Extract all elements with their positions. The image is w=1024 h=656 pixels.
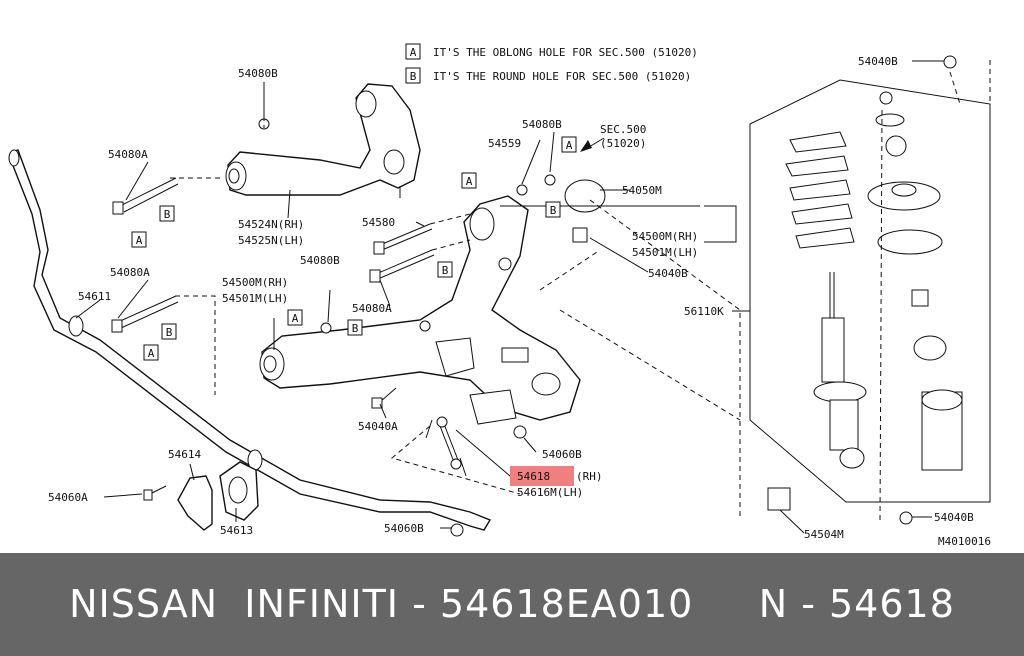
- label-56110k: 56110K: [684, 305, 724, 318]
- reference-lines: [170, 60, 991, 521]
- tag-b: B: [442, 264, 449, 277]
- label-54559: 54559: [488, 137, 521, 150]
- label-sec500-code: (51020): [600, 137, 646, 150]
- tag-a: A: [148, 347, 155, 360]
- tag-b: B: [164, 208, 171, 221]
- ring-gasket: [564, 179, 606, 213]
- label-54040b-top: 54040B: [858, 55, 898, 68]
- label-54618-rh: (RH): [576, 470, 603, 483]
- diagram-svg: A IT'S THE OBLONG HOLE FOR SEC.500 (5102…: [8, 43, 991, 548]
- label-54618: 54618: [517, 470, 550, 483]
- label-54614: 54614: [168, 448, 201, 461]
- label-54080a-mid: 54080A: [352, 302, 392, 315]
- label-54525n: 54525N(LH): [238, 234, 304, 247]
- label-54524n: 54524N(RH): [238, 218, 304, 231]
- label-54080a-top: 54080A: [108, 148, 148, 161]
- bushing-clamp: [177, 461, 259, 531]
- stabilizer-bar: [8, 149, 492, 537]
- part-labels: 54080B 54080A 54524N(RH) 54525N(LH) 5408…: [48, 55, 991, 548]
- part-highlight: [510, 466, 574, 486]
- tag-b: B: [550, 204, 557, 217]
- label-54040b-mid: 54040B: [648, 267, 688, 280]
- label-54080b-mid: 54080B: [522, 118, 562, 131]
- label-54501m-right: 54501M(LH): [632, 246, 698, 259]
- diagram-code: M4010016: [938, 535, 991, 548]
- reference-tags: B A A B A B A B B A: [131, 136, 577, 361]
- lower-link: [259, 195, 581, 425]
- label-54060b-b: 54060B: [384, 522, 424, 535]
- note-tag-a: A: [410, 46, 417, 59]
- connecting-rod: [425, 416, 467, 477]
- part-number-caption: NISSAN INFINITI - 54618EA010 N - 54618: [69, 582, 955, 626]
- note-text-oblong: IT'S THE OBLONG HOLE FOR SEC.500 (51020): [433, 46, 698, 59]
- note-text-round: IT'S THE ROUND HOLE FOR SEC.500 (51020): [433, 70, 691, 83]
- label-54501m-left: 54501M(LH): [222, 292, 288, 305]
- label-54616m: 54616M(LH): [517, 486, 583, 499]
- tag-b: B: [352, 322, 359, 335]
- label-54080b-top: 54080B: [238, 67, 278, 80]
- footer-bar: NISSAN INFINITI - 54618EA010 N - 54618: [0, 553, 1024, 656]
- label-54050m: 54050M: [622, 184, 662, 197]
- label-54613: 54613: [220, 524, 253, 537]
- label-54500m-right: 54500M(RH): [632, 230, 698, 243]
- label-54080a-low: 54080A: [110, 266, 150, 279]
- tag-a: A: [566, 139, 573, 152]
- label-54040a: 54040A: [358, 420, 398, 433]
- parts-diagram: A IT'S THE OBLONG HOLE FOR SEC.500 (5102…: [8, 43, 991, 548]
- label-54060a: 54060A: [48, 491, 88, 504]
- upper-link: [225, 83, 421, 198]
- label-54040b-bot: 54040B: [934, 511, 974, 524]
- label-54580: 54580: [362, 216, 395, 229]
- leader-lines: [75, 60, 944, 534]
- tag-b: B: [166, 326, 173, 339]
- label-54500m-left: 54500M(RH): [222, 276, 288, 289]
- label-54060b-a: 54060B: [542, 448, 582, 461]
- tag-a: A: [292, 312, 299, 325]
- tag-a: A: [466, 175, 473, 188]
- note-oblong-hole: A IT'S THE OBLONG HOLE FOR SEC.500 (5102…: [405, 43, 698, 60]
- tag-a: A: [136, 234, 143, 247]
- label-sec500: SEC.500: [600, 123, 646, 136]
- bolts: [111, 174, 588, 501]
- note-round-hole: B IT'S THE ROUND HOLE FOR SEC.500 (51020…: [405, 67, 691, 84]
- label-54611: 54611: [78, 290, 111, 303]
- label-54504m: 54504M: [804, 528, 844, 541]
- label-54080b-low: 54080B: [300, 254, 340, 267]
- strut-assembly: [749, 55, 991, 525]
- note-tag-b: B: [410, 70, 417, 83]
